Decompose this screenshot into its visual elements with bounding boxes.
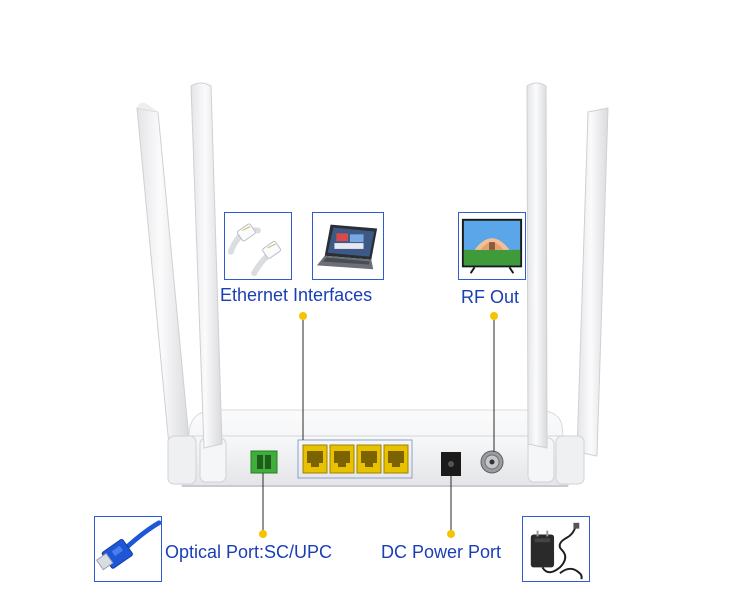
ethernet-port-2 [329, 444, 355, 474]
optical-port [250, 450, 278, 474]
ethernet-port-3 [356, 444, 382, 474]
rf-coax-port [480, 450, 504, 474]
label-optical-port: Optical Port:SC/UPC [165, 542, 333, 562]
label-rf-out: RF Out [461, 287, 520, 307]
dc-power-port [441, 452, 461, 476]
antenna-left-outer [136, 102, 191, 457]
label-dc-power-port: DC Power Port [381, 542, 502, 562]
callout-dc-power [447, 476, 455, 538]
callout-optical [259, 473, 267, 538]
label-ethernet-interfaces: Ethernet Interfaces [220, 285, 373, 305]
rj-cable-icon [224, 212, 292, 280]
fiber-connector-icon [94, 516, 162, 582]
antenna-right-outer [576, 107, 609, 457]
callout-ethernet [299, 312, 307, 440]
ethernet-port-4 [383, 444, 409, 474]
antenna-left-inner [190, 82, 223, 449]
callout-rf-out [490, 312, 498, 452]
tv-icon [458, 212, 526, 280]
laptop-icon [312, 212, 384, 280]
ethernet-port-group [297, 439, 413, 479]
power-adapter-icon [522, 516, 590, 582]
ethernet-port-1 [302, 444, 328, 474]
antenna-right-inner [526, 82, 548, 449]
